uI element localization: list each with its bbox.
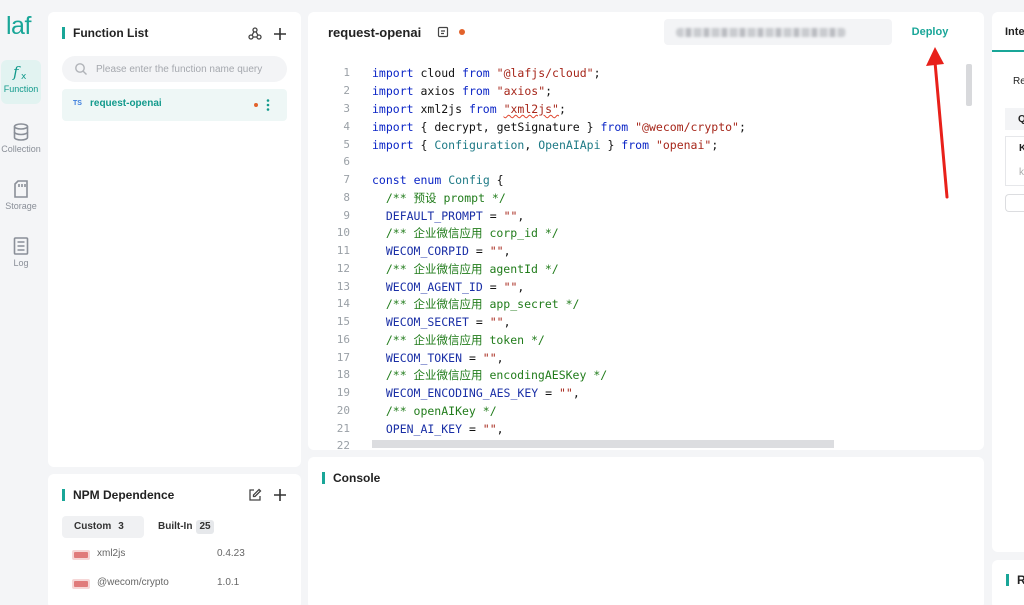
deploy-button[interactable]: Deploy: [900, 21, 960, 43]
npm-dependence-panel: [48, 474, 301, 605]
right-panel-table: [1005, 136, 1024, 186]
function-icon: f x: [12, 63, 27, 82]
line-number: 3: [343, 102, 350, 115]
line-number: 16: [336, 333, 350, 346]
line-number: 15: [336, 315, 350, 328]
add-function-icon[interactable]: [272, 26, 288, 42]
rail-item-label: Storage: [5, 201, 37, 211]
right-panel-label: Re: [1013, 76, 1024, 87]
console-title: Console: [322, 472, 380, 484]
line-number: 14: [336, 297, 350, 310]
npm-dependence-title: NPM Dependence: [62, 489, 174, 501]
line-number: 6: [343, 155, 350, 168]
svg-text:f: f: [12, 63, 21, 81]
icon-rail: laf f x Function Collection Storage Log: [0, 0, 42, 605]
laf-logo: laf: [6, 12, 31, 40]
line-number: 11: [336, 244, 350, 257]
package-row[interactable]: @wecom/crypto 1.0.1: [70, 575, 290, 595]
svg-text:x: x: [21, 72, 27, 82]
rail-item-collection[interactable]: Collection: [0, 120, 42, 164]
rail-item-storage[interactable]: Storage: [0, 177, 42, 221]
line-number: 2: [343, 84, 350, 97]
line-number: 5: [343, 138, 350, 151]
package-name: xml2js: [97, 548, 126, 559]
active-tab-underline: [992, 50, 1024, 52]
line-number: 17: [336, 351, 350, 364]
npm-icon: [72, 579, 90, 589]
log-icon: [13, 237, 29, 255]
function-url-field[interactable]: [664, 19, 892, 45]
right-panel-title[interactable]: Inte: [1005, 26, 1024, 38]
package-version: 0.4.23: [217, 548, 245, 559]
package-name: @wecom/crypto: [97, 577, 169, 588]
right-panel-tab-label: Q: [1018, 114, 1024, 125]
editor-title: request-openai: [328, 25, 422, 40]
package-row[interactable]: xml2js 0.4.23: [70, 546, 290, 566]
line-number: 9: [343, 209, 350, 222]
right-panel-button[interactable]: [1005, 194, 1024, 212]
tab-label: Built-In: [158, 521, 193, 532]
line-number: 8: [343, 191, 350, 204]
rail-item-log[interactable]: Log: [0, 234, 42, 278]
line-number: 4: [343, 120, 350, 133]
right-panel-cell[interactable]: k: [1019, 167, 1024, 178]
function-search-input[interactable]: [62, 56, 287, 82]
line-number: 18: [336, 368, 350, 381]
package-version: 1.0.1: [217, 577, 240, 588]
code-editor-panel: [308, 12, 984, 450]
unsaved-dot: [459, 29, 465, 35]
storage-icon: [14, 180, 28, 198]
line-number: 13: [336, 280, 350, 293]
doc-icon[interactable]: [437, 26, 449, 38]
more-vertical-icon[interactable]: [265, 98, 271, 112]
line-number: 12: [336, 262, 350, 275]
line-number: 7: [343, 173, 350, 186]
function-list-panel: [48, 12, 301, 467]
line-number: 19: [336, 386, 350, 399]
line-number: 1: [343, 66, 350, 79]
console-panel: [308, 457, 984, 605]
tab-count: 3: [118, 521, 124, 532]
function-list-title: Function List: [62, 27, 148, 39]
right-panel-header: K: [1019, 143, 1024, 154]
rail-item-label: Collection: [1, 144, 41, 154]
rail-item-label: Function: [3, 84, 39, 94]
unsaved-indicator: [254, 103, 258, 107]
vertical-scrollbar[interactable]: [966, 64, 972, 106]
add-dependency-icon[interactable]: [272, 487, 288, 503]
horizontal-scrollbar[interactable]: [372, 440, 834, 448]
line-number: 21: [336, 422, 350, 435]
line-number: 22: [336, 439, 350, 450]
typescript-badge: TS: [73, 100, 82, 107]
npm-icon: [72, 550, 90, 560]
search-icon: [75, 63, 87, 75]
redacted-url: [676, 28, 846, 37]
line-number: 20: [336, 404, 350, 417]
rail-item-function[interactable]: f x Function: [1, 60, 41, 104]
function-name: request-openai: [90, 98, 162, 109]
tab-custom[interactable]: Custom 3: [62, 516, 144, 538]
database-icon: [13, 123, 29, 141]
edit-icon[interactable]: [248, 488, 262, 502]
line-number: 10: [336, 226, 350, 239]
dependency-graph-icon[interactable]: [247, 26, 263, 42]
tab-count: 25: [196, 520, 214, 534]
right-panel-tab[interactable]: [1005, 108, 1024, 130]
interface-debug-panel: [992, 12, 1024, 552]
tab-label: Custom: [74, 521, 112, 532]
function-list-item[interactable]: TS request-openai: [62, 89, 287, 121]
rail-item-label: Log: [13, 258, 29, 268]
response-title: R: [1006, 574, 1024, 586]
